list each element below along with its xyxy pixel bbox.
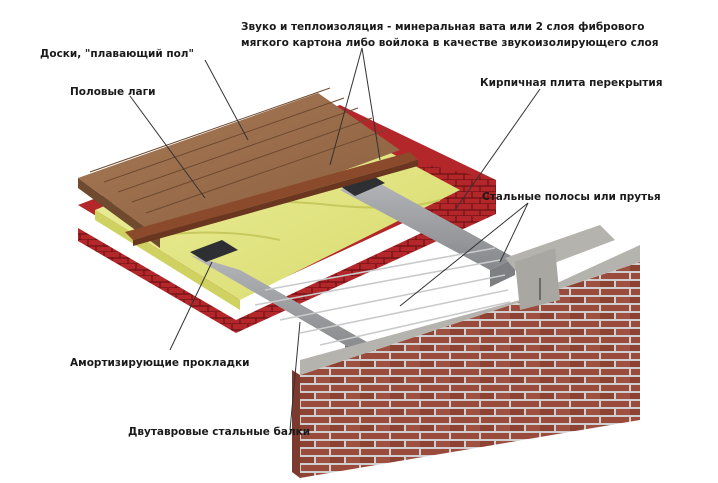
label-brick-slab: Кирпичная плита перекрытия bbox=[480, 77, 663, 89]
leader-lines bbox=[129, 47, 541, 431]
floor-joist bbox=[125, 152, 418, 246]
label-floating-floor: Доски, "плавающий пол" bbox=[40, 48, 194, 60]
steel-rods bbox=[254, 247, 511, 346]
label-sound-insulation-line1: Звуко и теплоизоляция - минеральная вата… bbox=[241, 21, 645, 33]
label-floor-joists: Половые лаги bbox=[70, 86, 156, 98]
label-i-beams: Двутавровые стальные балки bbox=[128, 426, 311, 438]
label-damping-pads: Амортизирующие прокладки bbox=[70, 357, 250, 369]
label-sound-insulation-line2: мягкого картона либо войлока в качестве … bbox=[241, 37, 659, 49]
label-steel-strips: Стальные полосы или прутья bbox=[482, 191, 661, 203]
brick-wall bbox=[292, 225, 640, 478]
